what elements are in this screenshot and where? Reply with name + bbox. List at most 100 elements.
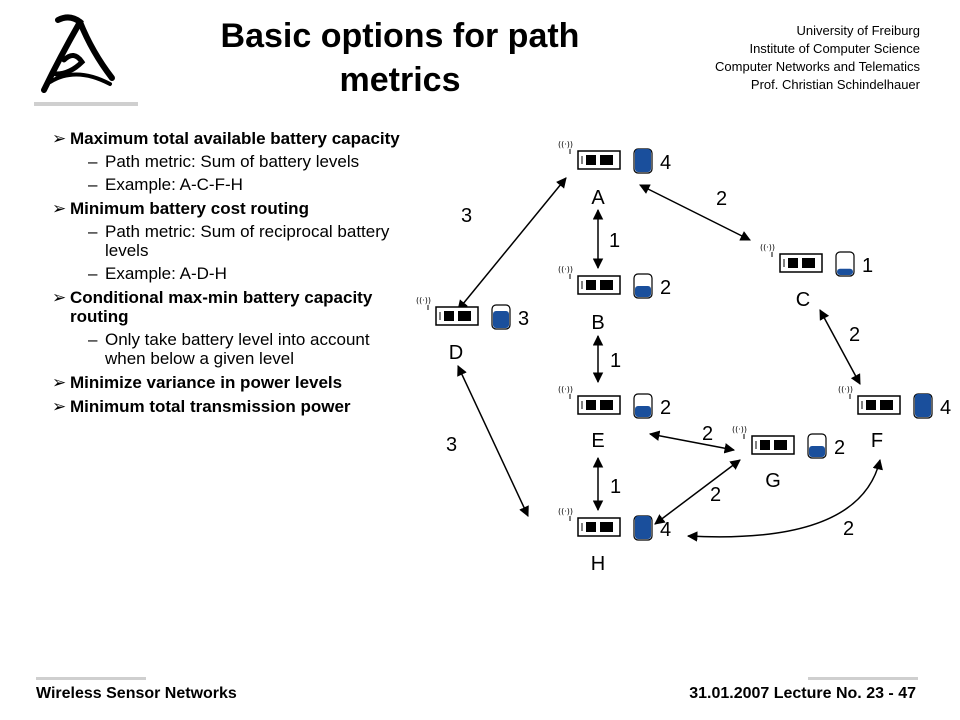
sensor-node-g: ((·)) 2G xyxy=(732,425,845,492)
sensor-chip-icon xyxy=(751,435,795,455)
battery-icon xyxy=(491,304,511,330)
sensor-chip-icon xyxy=(577,517,621,537)
sub-bullet-item: –Example: A-C-F-H xyxy=(52,175,402,194)
sensor-node-c: ((·)) 1C xyxy=(760,243,873,311)
sub-bullet-item: –Example: A-D-H xyxy=(52,264,402,283)
footer-lecture-info: 31.01.2007 Lecture No. 23 - 47 xyxy=(689,685,916,702)
antenna-icon: ((·)) xyxy=(760,243,775,252)
node-label: B xyxy=(591,312,604,334)
antenna-icon: ((·)) xyxy=(558,265,573,274)
sensor-node-f: ((·)) 4F xyxy=(838,385,951,452)
bullet-item: ➢Minimize variance in power levels xyxy=(52,373,402,392)
sensor-chip-icon xyxy=(857,395,901,415)
arrow-bullet-icon: ➢ xyxy=(52,397,67,416)
antenna-icon: ((·)) xyxy=(558,140,573,149)
edge-weight-b-e: 1 xyxy=(610,350,621,372)
edge-weight-a-d: 3 xyxy=(461,205,472,227)
affiliation: University of Freiburg Institute of Comp… xyxy=(715,22,920,94)
node-label: H xyxy=(591,553,605,575)
bullet-text: Conditional max-min battery capacity rou… xyxy=(70,288,373,326)
edge-d-h xyxy=(457,365,529,517)
battery-level: 4 xyxy=(660,152,671,174)
footer-rule xyxy=(808,677,918,680)
edge-a-c xyxy=(639,184,751,241)
battery-icon xyxy=(633,273,653,299)
edge-weight-d-h: 3 xyxy=(446,434,457,456)
node-label: A xyxy=(591,187,605,209)
edge-weight-e-g: 2 xyxy=(702,423,713,445)
dash-bullet-icon: – xyxy=(88,330,98,349)
dash-bullet-icon: – xyxy=(88,152,98,171)
battery-level: 2 xyxy=(660,397,671,419)
node-label: C xyxy=(796,289,810,311)
sub-bullet-text: Path metric: Sum of battery levels xyxy=(105,152,360,171)
sub-bullet-text: Only take battery level into account whe… xyxy=(105,330,370,368)
sensor-node-h: ((·)) 4H xyxy=(558,507,671,575)
bullet-item: ➢Maximum total available battery capacit… xyxy=(52,129,402,148)
sub-bullet-text: Example: A-D-H xyxy=(105,264,227,283)
sensor-chip-icon xyxy=(577,150,621,170)
arrow-bullet-icon: ➢ xyxy=(52,288,67,307)
antenna-icon: ((·)) xyxy=(838,385,853,394)
affiliation-line: Institute of Computer Science xyxy=(749,41,920,56)
edge-e-g xyxy=(648,430,736,454)
antenna-icon: ((·)) xyxy=(558,507,573,516)
sensor-node-e: ((·)) 2E xyxy=(558,385,671,452)
antenna-icon: ((·)) xyxy=(558,385,573,394)
edge-weight-c-f: 2 xyxy=(849,324,860,346)
sensor-node-b: ((·)) 2B xyxy=(558,265,671,334)
battery-icon xyxy=(633,393,653,419)
antenna-icon: ((·)) xyxy=(416,296,431,305)
bullet-text: Minimum total transmission power xyxy=(70,397,351,416)
sensor-chip-icon xyxy=(577,395,621,415)
node-label: E xyxy=(591,430,604,452)
slide-title: Basic options for path metrics xyxy=(220,17,580,99)
node-label: G xyxy=(765,470,781,492)
edge-weight-a-c: 2 xyxy=(716,188,727,210)
edge-weight-e-h: 1 xyxy=(610,476,621,498)
affiliation-line: University of Freiburg xyxy=(796,23,920,38)
footer-course-title: Wireless Sensor Networks xyxy=(36,685,237,702)
sub-bullet-item: –Path metric: Sum of reciprocal battery … xyxy=(52,222,402,260)
sensor-chip-icon xyxy=(435,306,479,326)
node-label: D xyxy=(449,342,463,364)
antenna-icon: ((·)) xyxy=(732,425,747,434)
battery-icon xyxy=(633,515,653,541)
node-label: F xyxy=(871,430,883,452)
arrow-bullet-icon: ➢ xyxy=(52,199,67,218)
battery-icon xyxy=(913,393,933,419)
battery-level: 4 xyxy=(940,397,951,419)
sub-bullet-text: Path metric: Sum of reciprocal battery l… xyxy=(105,222,390,260)
bullet-text: Minimum battery cost routing xyxy=(70,199,309,218)
sensor-node-d: ((·))3D xyxy=(416,296,529,364)
dash-bullet-icon: – xyxy=(88,175,98,194)
edge-c-f xyxy=(819,309,861,385)
sensor-node-a: ((·)) 4A xyxy=(558,140,671,209)
battery-level: 2 xyxy=(660,277,671,299)
dash-bullet-icon: – xyxy=(88,264,98,283)
edges xyxy=(457,177,883,542)
affiliation-line: Computer Networks and Telematics xyxy=(715,59,920,74)
battery-level: 2 xyxy=(834,437,845,459)
sub-bullet-item: –Only take battery level into account wh… xyxy=(52,330,402,368)
battery-level: 4 xyxy=(660,519,671,541)
footer-rule xyxy=(36,677,146,680)
affiliation-line: Prof. Christian Schindelhauer xyxy=(750,77,920,92)
edge-weight-g-h: 2 xyxy=(710,484,721,506)
edge-weight-a-b: 1 xyxy=(609,230,620,252)
bullet-list: ➢Maximum total available battery capacit… xyxy=(52,124,402,416)
edge-weight-f-h: 2 xyxy=(843,518,854,540)
bullet-item: ➢Minimum battery cost routing xyxy=(52,199,402,218)
battery-level: 1 xyxy=(862,255,873,277)
bullet-item: ➢Conditional max-min battery capacity ro… xyxy=(52,288,402,326)
battery-icon xyxy=(835,251,855,277)
bullet-text: Minimize variance in power levels xyxy=(70,373,343,392)
university-logo-icon xyxy=(34,14,138,106)
arrow-bullet-icon: ➢ xyxy=(52,129,67,148)
edge-g-h xyxy=(654,459,741,525)
edge-a-d xyxy=(457,177,567,311)
dash-bullet-icon: – xyxy=(88,222,98,241)
sensor-chip-icon xyxy=(577,275,621,295)
arrow-bullet-icon: ➢ xyxy=(52,373,67,392)
